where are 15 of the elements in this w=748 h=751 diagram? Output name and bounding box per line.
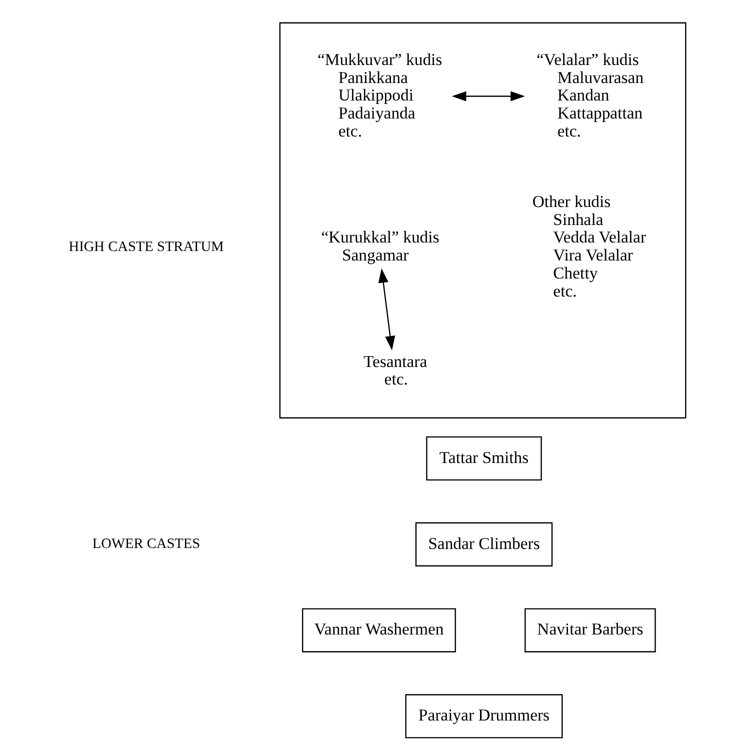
node-box: Sandar Climbers: [414, 522, 552, 566]
node-box: Tattar Smiths: [426, 436, 542, 481]
node-text: “Mukkuvar” kudis Panikkana Ulakippodi Padaiyanda etc.: [317, 50, 442, 140]
node-box: Navitar Barbers: [524, 608, 656, 652]
label: LOWER CASTES: [92, 536, 200, 552]
arrow: [378, 268, 395, 350]
node-text: “Kurukkal” kudis Sangamar: [320, 228, 439, 265]
node-text: Tesantara etc.: [362, 352, 427, 389]
node-box: Paraiyar Drummers: [404, 694, 562, 738]
label: HIGH CASTE STRATUM: [68, 238, 224, 255]
cluster: [278, 22, 686, 418]
arrow: [451, 91, 524, 102]
node-box: Vannar Washermen: [302, 608, 456, 652]
node-text: “Velalar” kudis Maluvarasan Kandan Kattappattan etc.: [536, 50, 644, 140]
node-text: Other kudis Sinhala Vedda Velalar Vira Velalar Chetty etc.: [532, 192, 646, 300]
